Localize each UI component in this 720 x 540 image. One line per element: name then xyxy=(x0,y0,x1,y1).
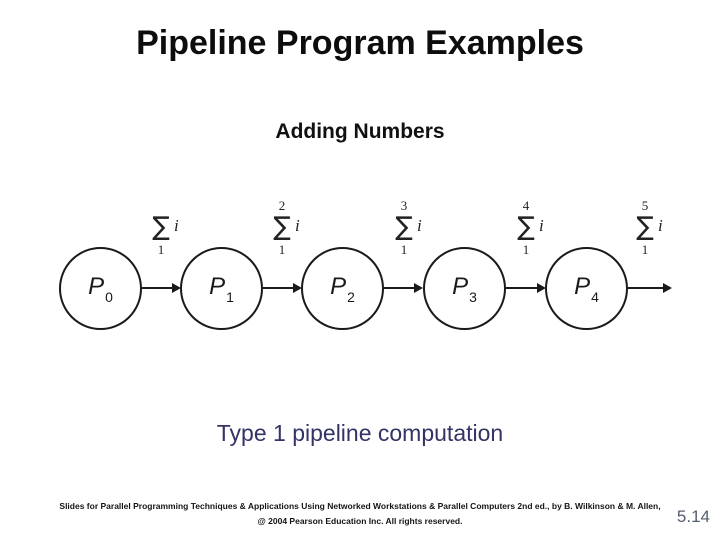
sigma-upper-limit: 3 xyxy=(400,198,408,213)
node-label: P0 xyxy=(88,272,113,306)
process-node-p2: P2 xyxy=(300,246,384,330)
sigma-variable: i xyxy=(295,216,300,235)
footer-line-1: Slides for Parallel Programming Techniqu… xyxy=(59,501,661,511)
flow-arrow-exit xyxy=(628,282,672,293)
sigma-symbol: ∑i xyxy=(636,212,663,242)
sigma-symbol: ∑i xyxy=(152,212,179,242)
sigma-upper-limit: 4 xyxy=(522,198,530,213)
sigma-lower-limit: 1 xyxy=(278,242,286,257)
process-node-p4: P4 xyxy=(544,246,628,330)
slide-caption: Type 1 pipeline computation xyxy=(216,420,504,446)
sigma-variable: i xyxy=(539,216,544,235)
sigma-lower-limit: 1 xyxy=(641,242,649,257)
sum-label-1: ∑i 1 xyxy=(126,199,196,257)
sigma-upper-limit: 5 xyxy=(641,198,649,213)
sigma-symbol: ∑i xyxy=(273,212,300,242)
sigma-lower-limit: 1 xyxy=(400,242,408,257)
sigma-lower-limit: 1 xyxy=(157,242,165,257)
sum-label-5: 5 ∑i 1 xyxy=(610,199,680,257)
process-node-p0: P0 xyxy=(58,246,142,330)
node-label: P1 xyxy=(209,272,234,306)
sigma-variable: i xyxy=(658,216,663,235)
flow-arrow-3 xyxy=(384,282,423,293)
sigma-variable: i xyxy=(417,216,422,235)
sum-label-3: 3 ∑i 1 xyxy=(369,199,439,257)
node-label: P4 xyxy=(574,272,599,306)
sigma-upper-limit: 2 xyxy=(278,198,286,213)
sum-label-4: 4 ∑i 1 xyxy=(491,199,561,257)
process-node-p1: P1 xyxy=(179,246,263,330)
sum-label-2: 2 ∑i 1 xyxy=(247,199,317,257)
slide-subtitle: Adding Numbers xyxy=(275,120,445,143)
footer-line-2: @ 2004 Pearson Education Inc. All rights… xyxy=(257,516,463,526)
slide-title: Pipeline Program Examples xyxy=(136,24,584,62)
flow-arrow-1 xyxy=(142,282,181,293)
flow-arrow-2 xyxy=(263,282,302,293)
sigma-symbol: ∑i xyxy=(517,212,544,242)
flow-arrow-4 xyxy=(506,282,546,293)
process-node-p3: P3 xyxy=(422,246,506,330)
node-label: P3 xyxy=(452,272,477,306)
sigma-symbol: ∑i xyxy=(395,212,422,242)
sigma-variable: i xyxy=(174,216,179,235)
page-number: 5.14 xyxy=(676,507,710,526)
sigma-lower-limit: 1 xyxy=(522,242,530,257)
node-label: P2 xyxy=(330,272,355,306)
